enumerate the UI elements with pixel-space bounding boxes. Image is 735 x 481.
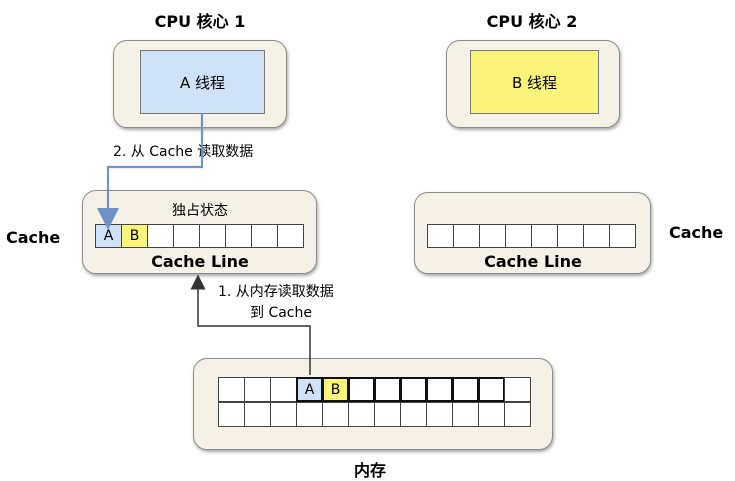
step2-label: 2. 从 Cache 读取数据 [113, 144, 254, 160]
memory-cells-cell [270, 402, 297, 427]
cache-right-cells-cell [531, 224, 558, 248]
cache-right-line-label: Cache Line [484, 252, 582, 271]
cache-right-side-label: Cache [669, 223, 724, 242]
core1-title: CPU 核心 1 [154, 12, 246, 31]
memory-cells-cell [400, 377, 427, 402]
cache-left-cells-cell [277, 224, 304, 248]
step1-arrow [190, 274, 311, 375]
memory-cells-cell [322, 402, 349, 427]
cache-left-side-label: Cache [6, 228, 61, 247]
cache-right-cells-cell [583, 224, 610, 248]
memory-cells-cell [218, 377, 245, 402]
memory-cells-cell [296, 402, 323, 427]
memory-cells-cell: B [322, 377, 349, 402]
thread-b-box: B 线程 [470, 50, 599, 114]
memory-cells-cell [244, 402, 271, 427]
core2-title: CPU 核心 2 [486, 12, 578, 31]
cache-right-cells-cell [505, 224, 532, 248]
cache-left-cells-cell [147, 224, 174, 248]
memory-cells-cell [478, 377, 505, 402]
cache-left-cells-cell: B [121, 224, 148, 248]
step1-label-line2: 到 Cache [250, 305, 312, 321]
step2-arrow [97, 113, 204, 230]
memory-cells-cell [426, 377, 453, 402]
memory-cells-cell [452, 377, 479, 402]
cache-left-line-label: Cache Line [151, 252, 249, 271]
exclusive-state-label: 独占状态 [172, 203, 228, 219]
step1-label-line1: 1. 从内存读取数据 [218, 284, 334, 300]
cache-right-cells-cell [427, 224, 454, 248]
cache-left-cells-cell [199, 224, 226, 248]
memory-cells-cell [504, 377, 531, 402]
memory-cells-cell [348, 402, 375, 427]
memory-cells-cell [504, 402, 531, 427]
memory-label: 内存 [353, 461, 386, 480]
cache-left-cells-cell [251, 224, 278, 248]
cache-right-cells-cell [609, 224, 636, 248]
cache-right-cells-cell [479, 224, 506, 248]
cache-left-cells-cell [225, 224, 252, 248]
